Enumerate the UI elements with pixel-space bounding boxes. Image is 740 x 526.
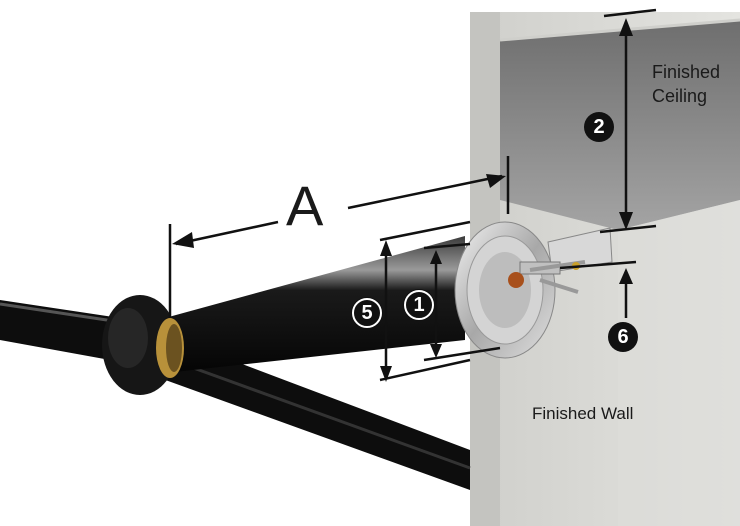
dimension-lines xyxy=(168,8,657,382)
dimension-a-label: A xyxy=(286,174,324,237)
finished-ceiling xyxy=(499,18,740,526)
escutcheon xyxy=(454,221,556,359)
armover-nipple xyxy=(165,236,465,372)
sprinkler-head xyxy=(508,227,613,294)
finished-ceiling-label-line2: Ceiling xyxy=(652,86,708,106)
finished-ceiling-label-line1: Finished xyxy=(652,62,721,82)
callout-1: 1 xyxy=(404,290,434,320)
dimension-arrowheads xyxy=(172,18,633,382)
coupling-ring xyxy=(156,318,184,378)
callout-6: 6 xyxy=(608,322,638,352)
finished-wall-label: Finished Wall xyxy=(532,404,634,423)
finished-ceiling-label: Finished Ceiling xyxy=(652,60,740,108)
tee-fitting xyxy=(102,295,178,395)
callout-2: 2 xyxy=(584,112,614,142)
callout-5: 5 xyxy=(352,298,382,328)
